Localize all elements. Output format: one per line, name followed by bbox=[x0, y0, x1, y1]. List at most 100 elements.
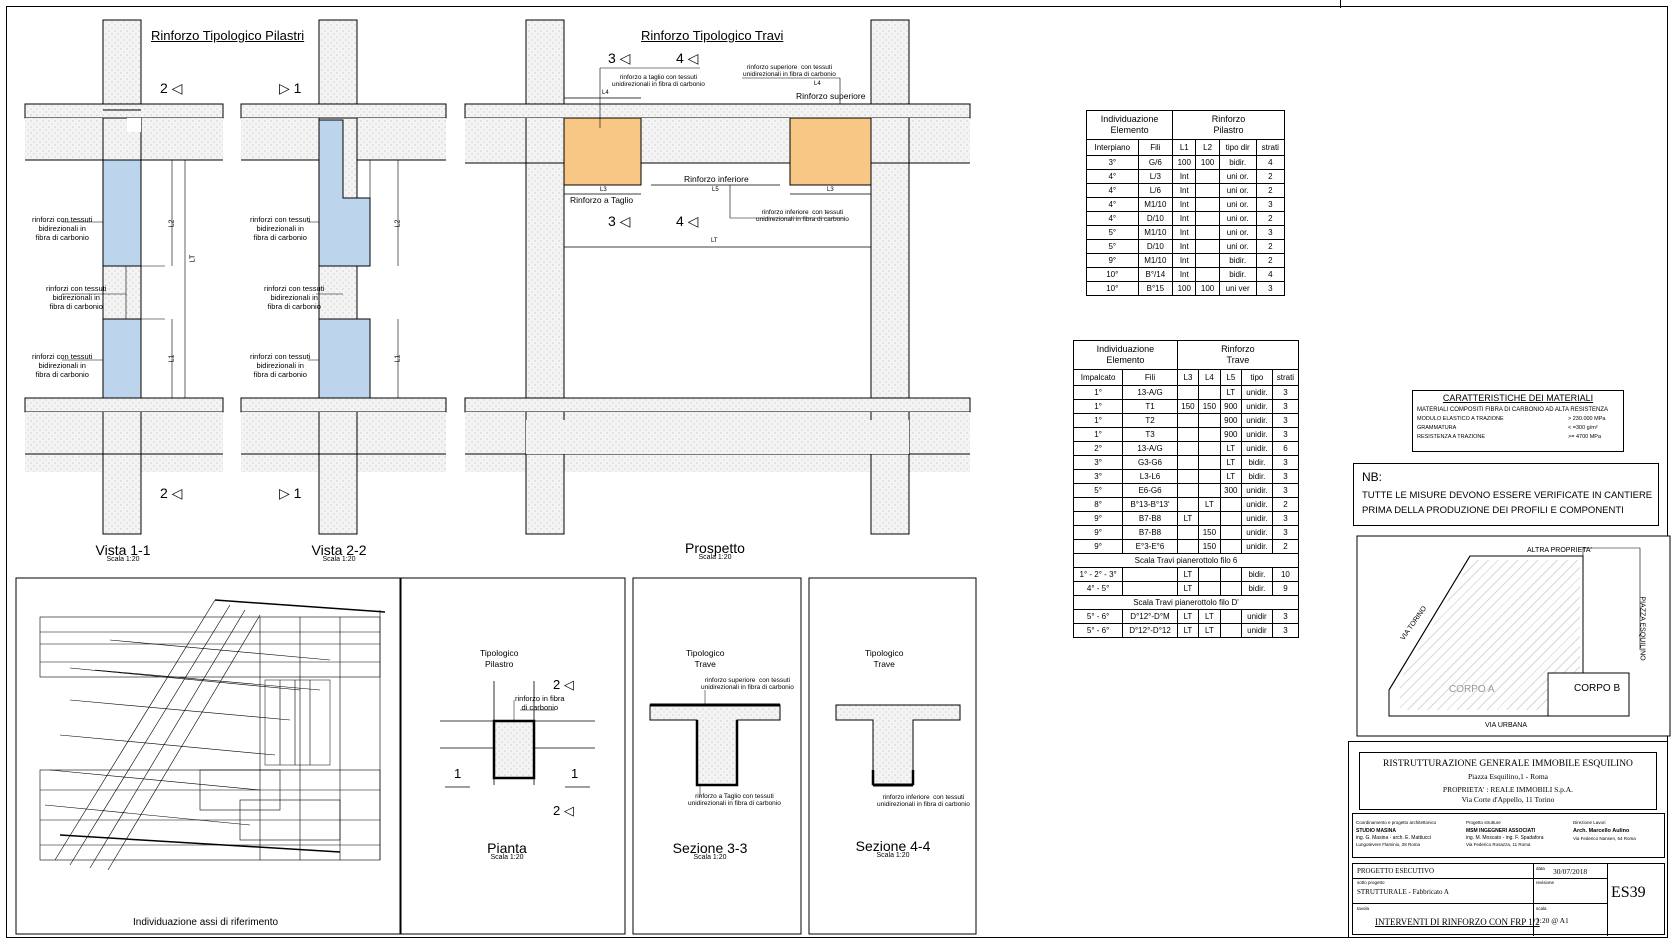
tb-c2-c: Via Federico Rosazza, 11 Roma bbox=[1466, 842, 1531, 847]
table-rinforzo-pilastri: Individuazione Elemento Rinforzo Pilastr… bbox=[1085, 110, 1286, 296]
assi-caption: Individuazione assi di riferimento bbox=[133, 917, 279, 928]
table-cell: 10° bbox=[1086, 267, 1139, 282]
table-cell: 1° - 2° - 3° bbox=[1072, 567, 1124, 582]
table-cell: Int bbox=[1172, 253, 1197, 268]
table-cell: 150 bbox=[1198, 399, 1221, 414]
tb-code: ES39 bbox=[1611, 884, 1646, 901]
table-cell: T1 bbox=[1122, 399, 1178, 414]
table-cell: LT bbox=[1219, 469, 1243, 484]
table-cell bbox=[1176, 539, 1200, 554]
tp-h1: Individuazione Elemento bbox=[1085, 110, 1174, 140]
table-cell: 100 bbox=[1172, 155, 1197, 170]
pianta-mark-2b: 2 ◁ bbox=[553, 803, 574, 818]
table-cell bbox=[1198, 385, 1221, 400]
table-cell: B°/14 bbox=[1137, 267, 1174, 282]
table-cell bbox=[1176, 483, 1200, 498]
title-block: RISTRUTTURAZIONE GENERALE IMMOBILE ESQUI… bbox=[1348, 741, 1668, 938]
note-bidir-3: rinforzi con tessuti bidirezionali in fi… bbox=[32, 352, 93, 379]
tb-owner-addr: Via Corte d'Appello, 11 Torino bbox=[1461, 795, 1555, 804]
table-cell: B°15 bbox=[1137, 281, 1174, 296]
table-cell: 3 bbox=[1271, 511, 1300, 526]
table-cell: T3 bbox=[1122, 427, 1178, 442]
tb-tav: INTERVENTI DI RINFORZO CON FRP 1/2 bbox=[1375, 917, 1540, 927]
table-cell: bidir. bbox=[1241, 455, 1273, 470]
table-cell: 3 bbox=[1255, 281, 1286, 296]
table-cell: unidir. bbox=[1241, 413, 1273, 428]
table-cell bbox=[1195, 169, 1220, 184]
table-cell: 3 bbox=[1271, 469, 1300, 484]
table-cell: 9° bbox=[1072, 525, 1124, 540]
table-cell: M1/10 bbox=[1137, 197, 1174, 212]
table-cell bbox=[1195, 253, 1220, 268]
tb-c2-h: Progetto strutture bbox=[1466, 820, 1501, 825]
table-cell bbox=[1219, 609, 1243, 624]
tb-sub-lbl: sotto progetto bbox=[1357, 880, 1385, 885]
tb-address: Piazza Esquilino,1 - Roma bbox=[1468, 772, 1548, 781]
table-cell bbox=[1176, 455, 1200, 470]
note-bidir-5: rinforzi con tessuti bidirezionali in fi… bbox=[264, 284, 325, 311]
table-section-row: Scala Travi pianerottolo filo D' bbox=[1073, 595, 1299, 610]
pianta-detail bbox=[400, 577, 626, 935]
sez4-label: Tipologico Trave bbox=[865, 648, 904, 669]
table-cell: 3 bbox=[1271, 427, 1300, 442]
mark-1-top-v2: ▷ 1 bbox=[279, 80, 302, 96]
table-cell: 8° bbox=[1072, 497, 1124, 512]
tp-h2: Rinforzo Pilastro bbox=[1172, 110, 1285, 140]
table-section-label: Scala Travi pianerottolo filo 6 bbox=[1073, 553, 1299, 568]
site-corpo-a: CORPO A bbox=[1449, 684, 1495, 695]
materials-box: CARATTERISTICHE DEI MATERIALI MATERIALI … bbox=[1412, 390, 1624, 452]
nb-line1: TUTTE LE MISURE DEVONO ESSERE VERIFICATE… bbox=[1362, 490, 1653, 501]
sez4-scale: Scala 1:20 bbox=[876, 852, 910, 859]
table-cell: LT bbox=[1219, 441, 1243, 456]
dim-l1-v1: L1 bbox=[168, 354, 176, 363]
table-cell: Int bbox=[1172, 239, 1197, 254]
table-cell: 1° bbox=[1072, 427, 1124, 442]
tb-consultants: Coordinamento e progetto architettonico … bbox=[1352, 813, 1665, 858]
sheet-divider-top bbox=[1340, 0, 1341, 8]
tb-c1-a: STUDIO MASINA bbox=[1356, 828, 1396, 834]
table-cell: D°12°-D°12 bbox=[1122, 623, 1178, 638]
table-cell: 3 bbox=[1271, 483, 1300, 498]
material-prop: RESISTENZA A TRAZIONE bbox=[1417, 434, 1486, 440]
table-cell bbox=[1195, 197, 1220, 212]
table-cell: 3° bbox=[1086, 155, 1139, 170]
table-cell: L3-L6 bbox=[1122, 469, 1178, 484]
dim-l4-sup: L4 bbox=[814, 81, 821, 87]
dim-l3-left: L3 bbox=[600, 187, 607, 193]
table-cell: bidir. bbox=[1218, 267, 1257, 282]
tp-col-header: L1 bbox=[1172, 139, 1197, 156]
tp-col-header: strati bbox=[1255, 139, 1286, 156]
site-corpo-b: CORPO B bbox=[1574, 683, 1621, 694]
title-travi: Rinforzo Tipologico Travi bbox=[641, 28, 784, 43]
sezione-3-3 bbox=[632, 577, 802, 935]
tb-rev-lbl: revisione bbox=[1536, 880, 1555, 885]
label-vista-1-1: Vista 1-1 bbox=[95, 542, 151, 558]
nb-box: NB: TUTTE LE MISURE DEVONO ESSERE VERIFI… bbox=[1353, 463, 1659, 526]
table-cell: 5° - 6° bbox=[1072, 623, 1124, 638]
table-cell: bidir. bbox=[1241, 469, 1273, 484]
material-value: < =300 g/m² bbox=[1568, 425, 1598, 431]
materials-title: CARATTERISTICHE DEI MATERIALI bbox=[1442, 393, 1594, 403]
prospetto bbox=[464, 19, 971, 535]
material-value: >= 4700 MPa bbox=[1568, 434, 1602, 440]
table-cell: unidir. bbox=[1241, 441, 1273, 456]
dim-l3-right: L3 bbox=[827, 187, 834, 193]
sez4-name: Sezione 4-4 bbox=[855, 838, 931, 854]
table-cell: 5° - 6° bbox=[1072, 609, 1124, 624]
title-pilastri: Rinforzo Tipologico Pilastri bbox=[151, 28, 305, 43]
sez3-note-top: rinforzo superiore con tessuti unidirezi… bbox=[701, 677, 794, 691]
tp-col-header: Interpiano bbox=[1086, 139, 1139, 156]
table-cell: D/10 bbox=[1137, 239, 1174, 254]
table-cell: bidir. bbox=[1241, 581, 1273, 596]
table-cell: E°3-E°6 bbox=[1122, 539, 1178, 554]
table-cell: 2 bbox=[1255, 183, 1286, 198]
table-cell: 4° - 5° bbox=[1072, 581, 1124, 596]
